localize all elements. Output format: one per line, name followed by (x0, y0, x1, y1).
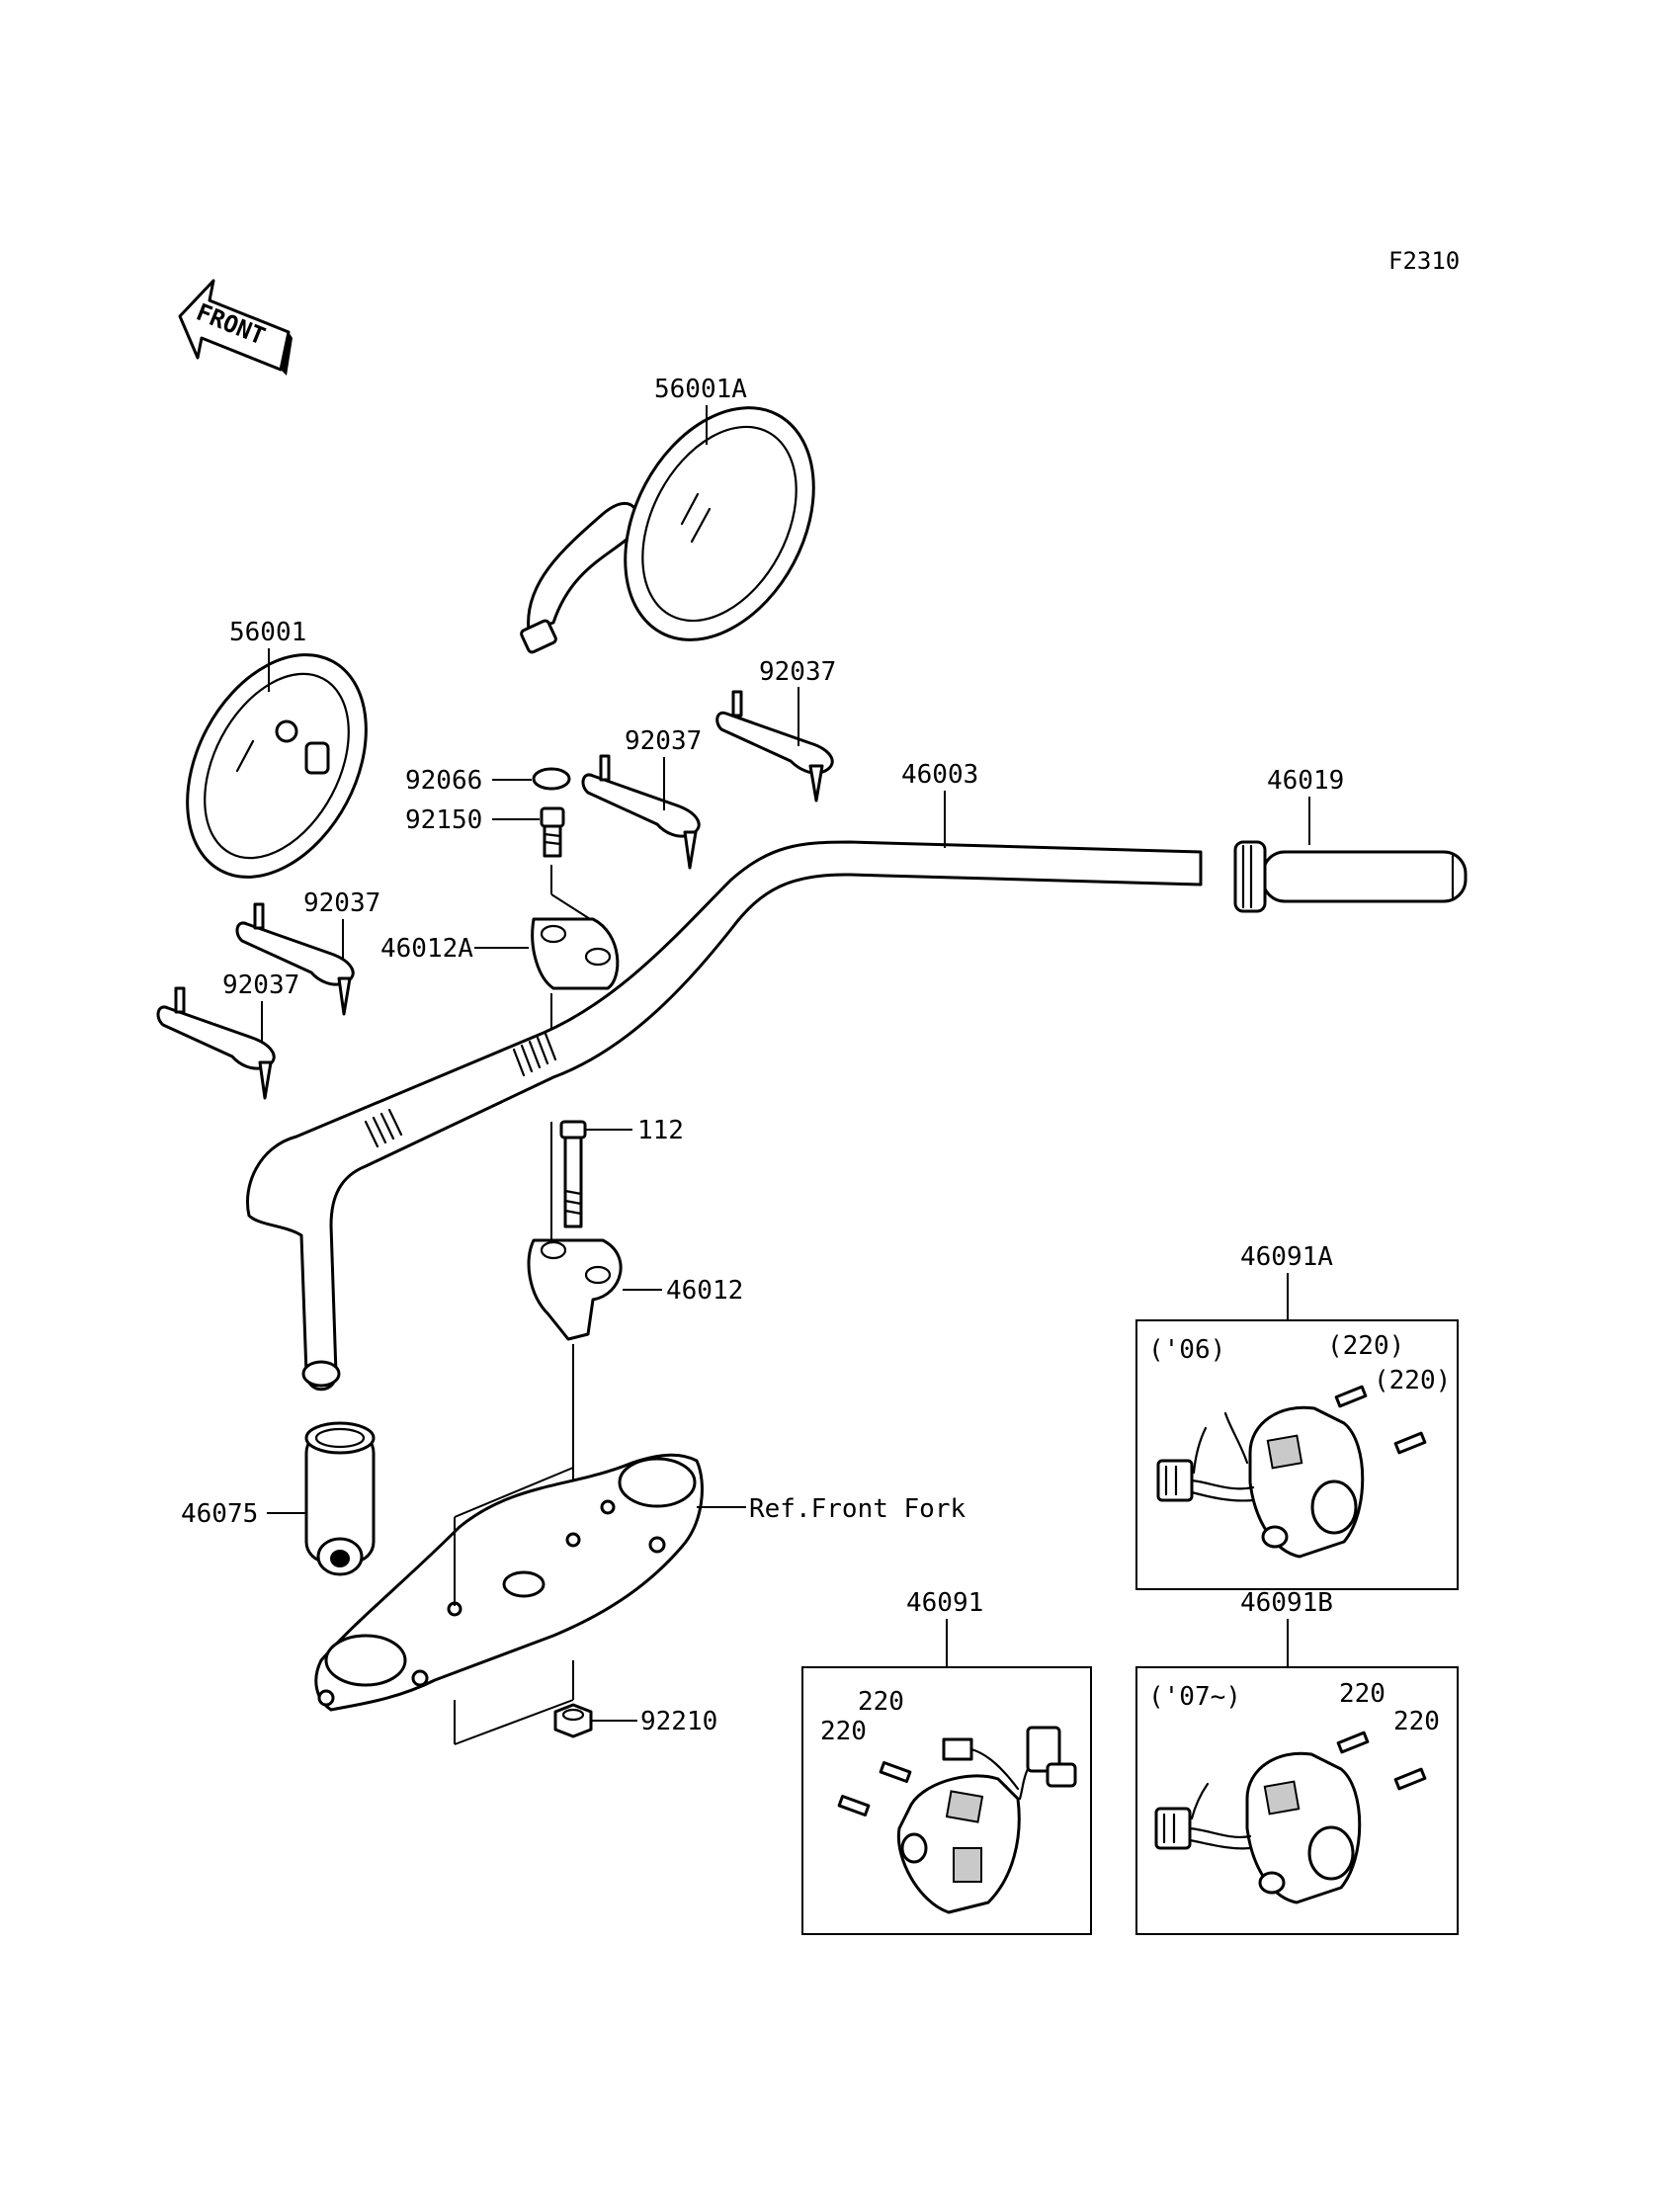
switch-box-46091b-label: 46091B (1240, 1588, 1333, 1618)
figure-code: F2310 (1388, 247, 1460, 275)
switch-box-46091a-screw-1: (220) (1327, 1331, 1404, 1361)
mirror-left (186, 653, 368, 879)
switch-housing-46091b (1154, 1731, 1427, 1904)
switch-housing-46091 (837, 1726, 1077, 1914)
mirror-bolt (540, 806, 565, 858)
callout-92037-a: 92037 (759, 657, 836, 687)
switch-box-46091-label: 46091 (906, 1588, 983, 1618)
mirror-right (520, 406, 815, 654)
callout-56001a: 56001A (654, 375, 747, 404)
strap-left-lower (156, 986, 276, 1100)
callout-46012a: 46012A (380, 934, 473, 964)
switch-box-46091a-screw-2: (220) (1374, 1366, 1451, 1395)
callout-92066: 92066 (405, 766, 482, 796)
callout-92150: 92150 (405, 805, 482, 835)
throttle-grip (1233, 840, 1468, 913)
callout-46012: 46012 (666, 1276, 743, 1306)
callout-92037-c: 92037 (303, 888, 380, 918)
switch-box-46091a-note: ('06) (1148, 1335, 1225, 1365)
strap-upper-right (715, 690, 834, 803)
steering-stem (314, 1453, 704, 1712)
callout-92210: 92210 (640, 1707, 717, 1736)
front-arrow-icon: FRONT (178, 279, 293, 376)
switch-box-46091b-note: ('07~) (1148, 1682, 1241, 1712)
left-grip (304, 1421, 376, 1576)
callout-92037-d: 92037 (222, 971, 299, 1000)
callout-46019: 46019 (1267, 766, 1344, 796)
switch-box-46091b-screw-1: 220 (1339, 1679, 1386, 1709)
callout-92037-b: 92037 (625, 726, 702, 756)
callout-ref-front-fork: Ref.Front Fork (749, 1494, 966, 1524)
bolt (559, 1120, 587, 1228)
switch-housing-46091a (1156, 1385, 1427, 1559)
handlebar (246, 840, 1203, 1392)
callout-112: 112 (637, 1116, 684, 1145)
upper-holder (531, 917, 620, 990)
cap (532, 767, 571, 791)
switch-box-46091-screw-1: 220 (858, 1687, 904, 1717)
callout-46075: 46075 (181, 1499, 258, 1529)
lower-holder (527, 1238, 623, 1341)
strap-left-upper (235, 902, 355, 1016)
strap-upper-mid (581, 754, 701, 870)
switch-box-46091a (1135, 1319, 1459, 1590)
nut (553, 1703, 593, 1738)
callout-56001: 56001 (229, 618, 306, 647)
switch-box-46091b-screw-2: 220 (1393, 1707, 1440, 1736)
switch-box-46091a-label: 46091A (1240, 1242, 1333, 1272)
callout-46003: 46003 (901, 760, 978, 790)
handlebar-knurl-upper (512, 1032, 557, 1077)
handlebar-knurl-lower (364, 1108, 403, 1148)
switch-box-46091b (1135, 1666, 1459, 1935)
switch-box-46091-screw-2: 220 (820, 1717, 867, 1746)
